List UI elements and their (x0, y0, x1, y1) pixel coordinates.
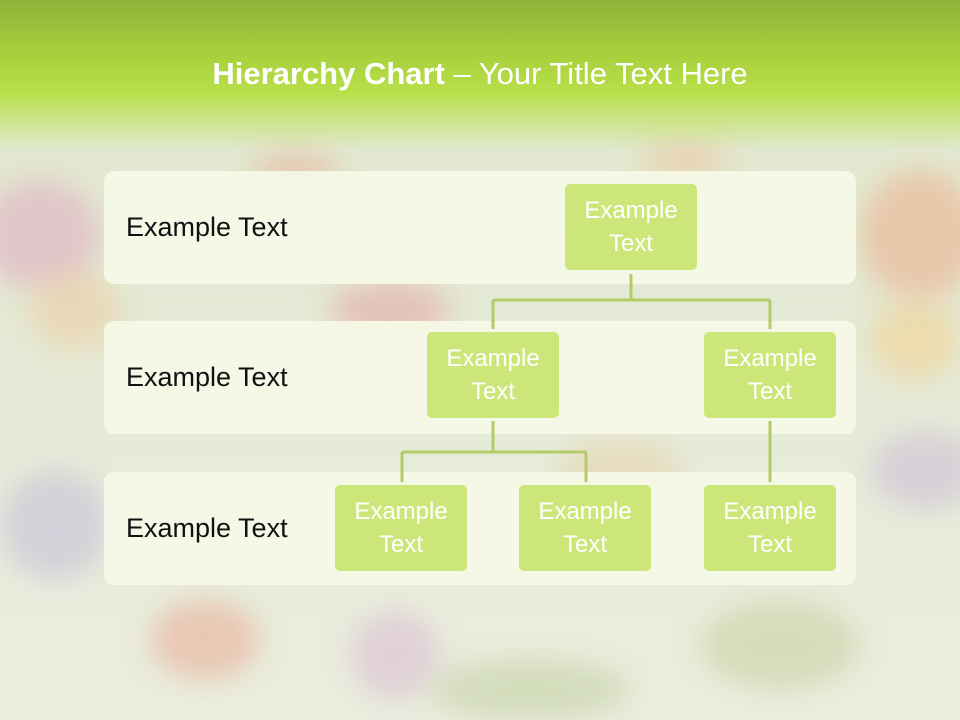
title-bold: Hierarchy Chart (212, 56, 445, 91)
level-label-3: Example Text (126, 513, 288, 543)
node-level2-left: Example Text (424, 329, 562, 421)
node-level3-right: Example Text (701, 482, 839, 574)
connector-root (491, 274, 772, 330)
node-level3-left-b: Example Text (516, 482, 654, 574)
node-level3-left-a: Example Text (332, 482, 470, 574)
slide-title: Hierarchy Chart – Your Title Text Here (0, 52, 960, 96)
connector-level2-left (400, 421, 588, 483)
title-bar (0, 0, 960, 150)
level-label-2: Example Text (126, 362, 288, 392)
node-level2-right: Example Text (701, 329, 839, 421)
title-rest: – Your Title Text Here (444, 56, 748, 91)
level-band-1: Example Text (104, 171, 856, 284)
level-label-1: Example Text (126, 212, 288, 242)
node-root: Example Text (562, 181, 700, 273)
